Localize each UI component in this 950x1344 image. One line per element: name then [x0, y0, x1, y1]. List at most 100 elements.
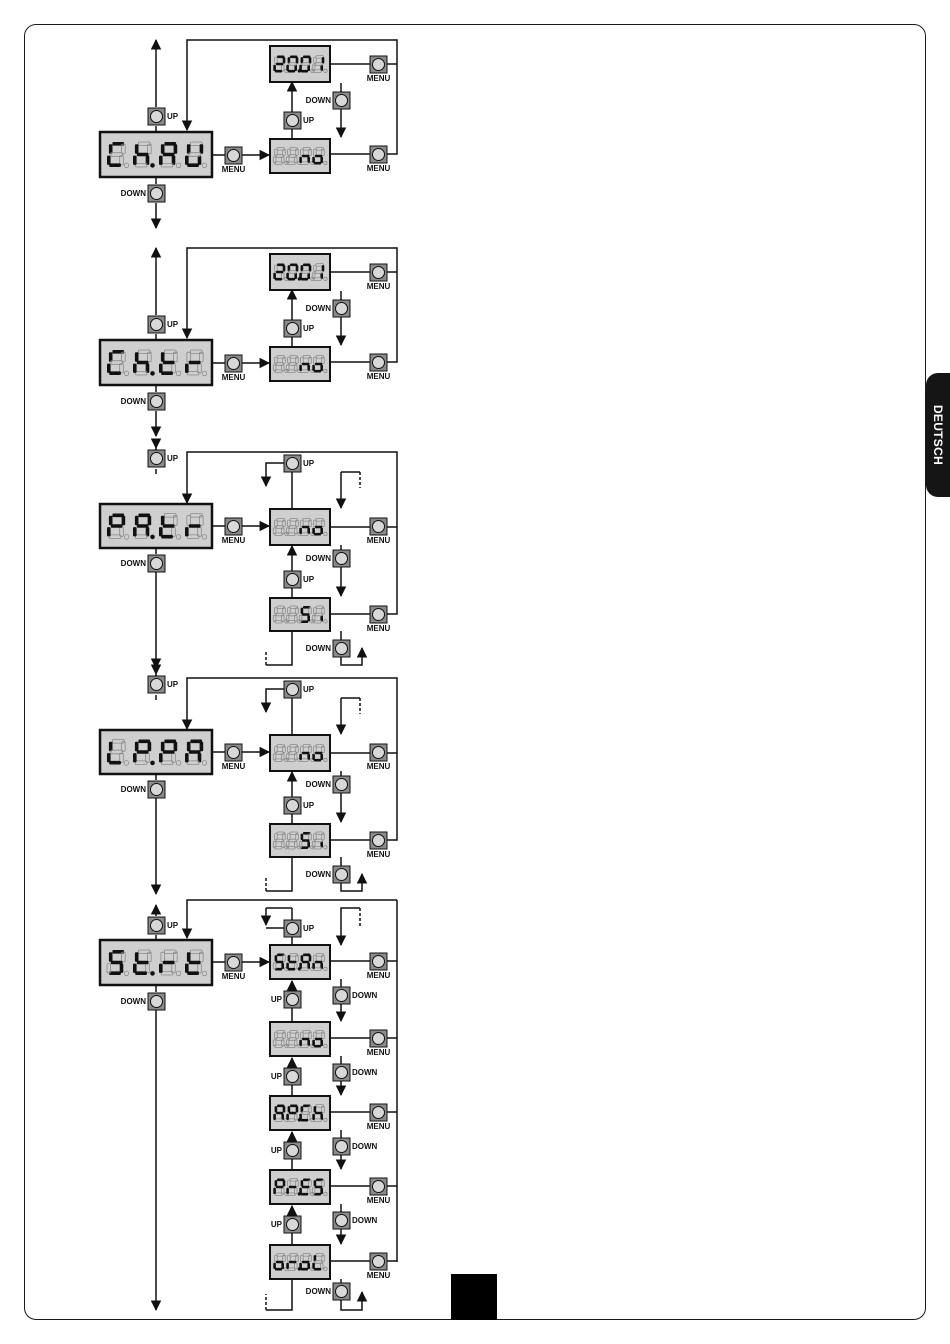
- digit-segment: [302, 961, 309, 964]
- menu-button[interactable]: MENU: [222, 954, 246, 981]
- digit-segment: [281, 963, 284, 969]
- digit-segment: [187, 742, 191, 752]
- button-cap-icon: [336, 1067, 348, 1079]
- down-button-label: DOWN: [121, 785, 147, 794]
- down-button[interactable]: DOWN: [121, 555, 165, 572]
- up-button[interactable]: UP: [271, 1068, 301, 1085]
- button-cap-icon: [287, 115, 299, 127]
- down-button[interactable]: DOWN: [306, 776, 350, 793]
- up-button[interactable]: UP: [284, 797, 315, 814]
- down-button[interactable]: DOWN: [306, 1283, 350, 1300]
- decimal-point: [324, 532, 327, 535]
- digit-segment: [161, 516, 165, 526]
- up-button-label: UP: [167, 680, 179, 689]
- digit-segment: [273, 1263, 276, 1269]
- button-cap-icon: [373, 747, 385, 759]
- menu-button[interactable]: MENU: [367, 354, 391, 381]
- menu-button[interactable]: MENU: [367, 518, 391, 545]
- menu-button[interactable]: MENU: [367, 832, 391, 859]
- down-button-label: DOWN: [352, 991, 378, 1000]
- down-button[interactable]: DOWN: [121, 185, 165, 202]
- down-button[interactable]: DOWN: [306, 300, 350, 317]
- digit-segment: [312, 365, 315, 371]
- menu-button[interactable]: MENU: [367, 953, 391, 980]
- digit-segment: [109, 163, 121, 167]
- digit-segment: [299, 1263, 302, 1269]
- down-button[interactable]: DOWN: [306, 640, 350, 657]
- digit-segment: [283, 1180, 286, 1186]
- up-button[interactable]: UP: [148, 316, 179, 333]
- digit-segment: [289, 1186, 296, 1189]
- menu-button[interactable]: MENU: [367, 1030, 391, 1057]
- decimal-point: [150, 163, 155, 168]
- digit-segment: [312, 1040, 315, 1046]
- digit-segment: [307, 273, 310, 279]
- down-button-label: DOWN: [352, 1142, 378, 1151]
- up-button[interactable]: UP: [271, 991, 301, 1008]
- menu-button[interactable]: MENU: [367, 1253, 391, 1280]
- down-button[interactable]: DOWN: [121, 993, 165, 1010]
- button-cap-icon: [373, 1256, 385, 1268]
- digit-segment: [286, 963, 289, 969]
- decimal-point: [324, 369, 327, 372]
- down-button[interactable]: DOWN: [121, 393, 165, 410]
- menu-button[interactable]: MENU: [367, 606, 391, 633]
- menu-button[interactable]: MENU: [367, 1178, 391, 1205]
- menu-button[interactable]: MENU: [222, 355, 246, 382]
- menu-button[interactable]: MENU: [367, 1104, 391, 1131]
- up-button[interactable]: UP: [284, 681, 315, 698]
- digit-segment: [137, 524, 149, 528]
- digit-segment: [283, 1106, 286, 1112]
- menu-button[interactable]: MENU: [367, 146, 391, 173]
- up-button[interactable]: UP: [148, 108, 179, 125]
- menu-button[interactable]: MENU: [222, 147, 246, 174]
- down-button[interactable]: DOWN: [306, 92, 350, 109]
- down-button[interactable]: DOWN: [333, 1212, 378, 1229]
- digit-segment: [314, 1180, 317, 1186]
- up-button[interactable]: UP: [284, 320, 315, 337]
- down-button[interactable]: DOWN: [333, 1138, 378, 1155]
- menu-button[interactable]: MENU: [367, 744, 391, 771]
- digit-segment: [185, 527, 189, 536]
- menu-button[interactable]: MENU: [367, 56, 391, 83]
- digit-segment: [163, 750, 175, 754]
- button-cap-icon: [228, 358, 240, 370]
- down-button-label: DOWN: [306, 780, 332, 789]
- page-marker: [451, 1274, 497, 1320]
- down-button[interactable]: DOWN: [333, 987, 378, 1004]
- up-button[interactable]: UP: [148, 676, 179, 693]
- up-button-label: UP: [303, 575, 315, 584]
- down-button[interactable]: DOWN: [333, 1064, 378, 1081]
- decimal-point: [324, 69, 327, 72]
- up-button[interactable]: UP: [284, 455, 315, 472]
- up-button[interactable]: UP: [271, 1142, 301, 1159]
- digit-segment: [315, 526, 322, 529]
- menu-button[interactable]: MENU: [222, 518, 246, 545]
- menu-button[interactable]: MENU: [367, 264, 391, 291]
- down-button[interactable]: DOWN: [121, 781, 165, 798]
- button-cap-icon: [228, 150, 240, 162]
- digit-segment: [315, 363, 322, 366]
- up-button[interactable]: UP: [148, 450, 179, 467]
- down-button[interactable]: DOWN: [306, 866, 350, 883]
- decimal-point: [202, 371, 207, 376]
- button-cap-icon: [228, 521, 240, 533]
- digit-segment: [312, 1263, 315, 1269]
- button-cap-icon: [336, 553, 348, 565]
- up-button[interactable]: UP: [284, 571, 315, 588]
- menu-button[interactable]: MENU: [222, 744, 246, 771]
- down-button[interactable]: DOWN: [306, 550, 350, 567]
- decimal-point: [124, 371, 129, 376]
- digit-segment: [302, 526, 309, 529]
- option-display-lppa-2: [270, 824, 330, 857]
- digit-segment: [135, 952, 139, 962]
- up-button[interactable]: UP: [284, 920, 315, 937]
- decimal-point: [324, 1192, 327, 1195]
- digit-segment: [159, 527, 163, 536]
- up-button[interactable]: UP: [148, 917, 179, 934]
- digit-segment: [296, 1106, 299, 1112]
- up-button[interactable]: UP: [284, 112, 315, 129]
- digit-segment: [112, 142, 124, 146]
- up-button[interactable]: UP: [271, 1216, 301, 1233]
